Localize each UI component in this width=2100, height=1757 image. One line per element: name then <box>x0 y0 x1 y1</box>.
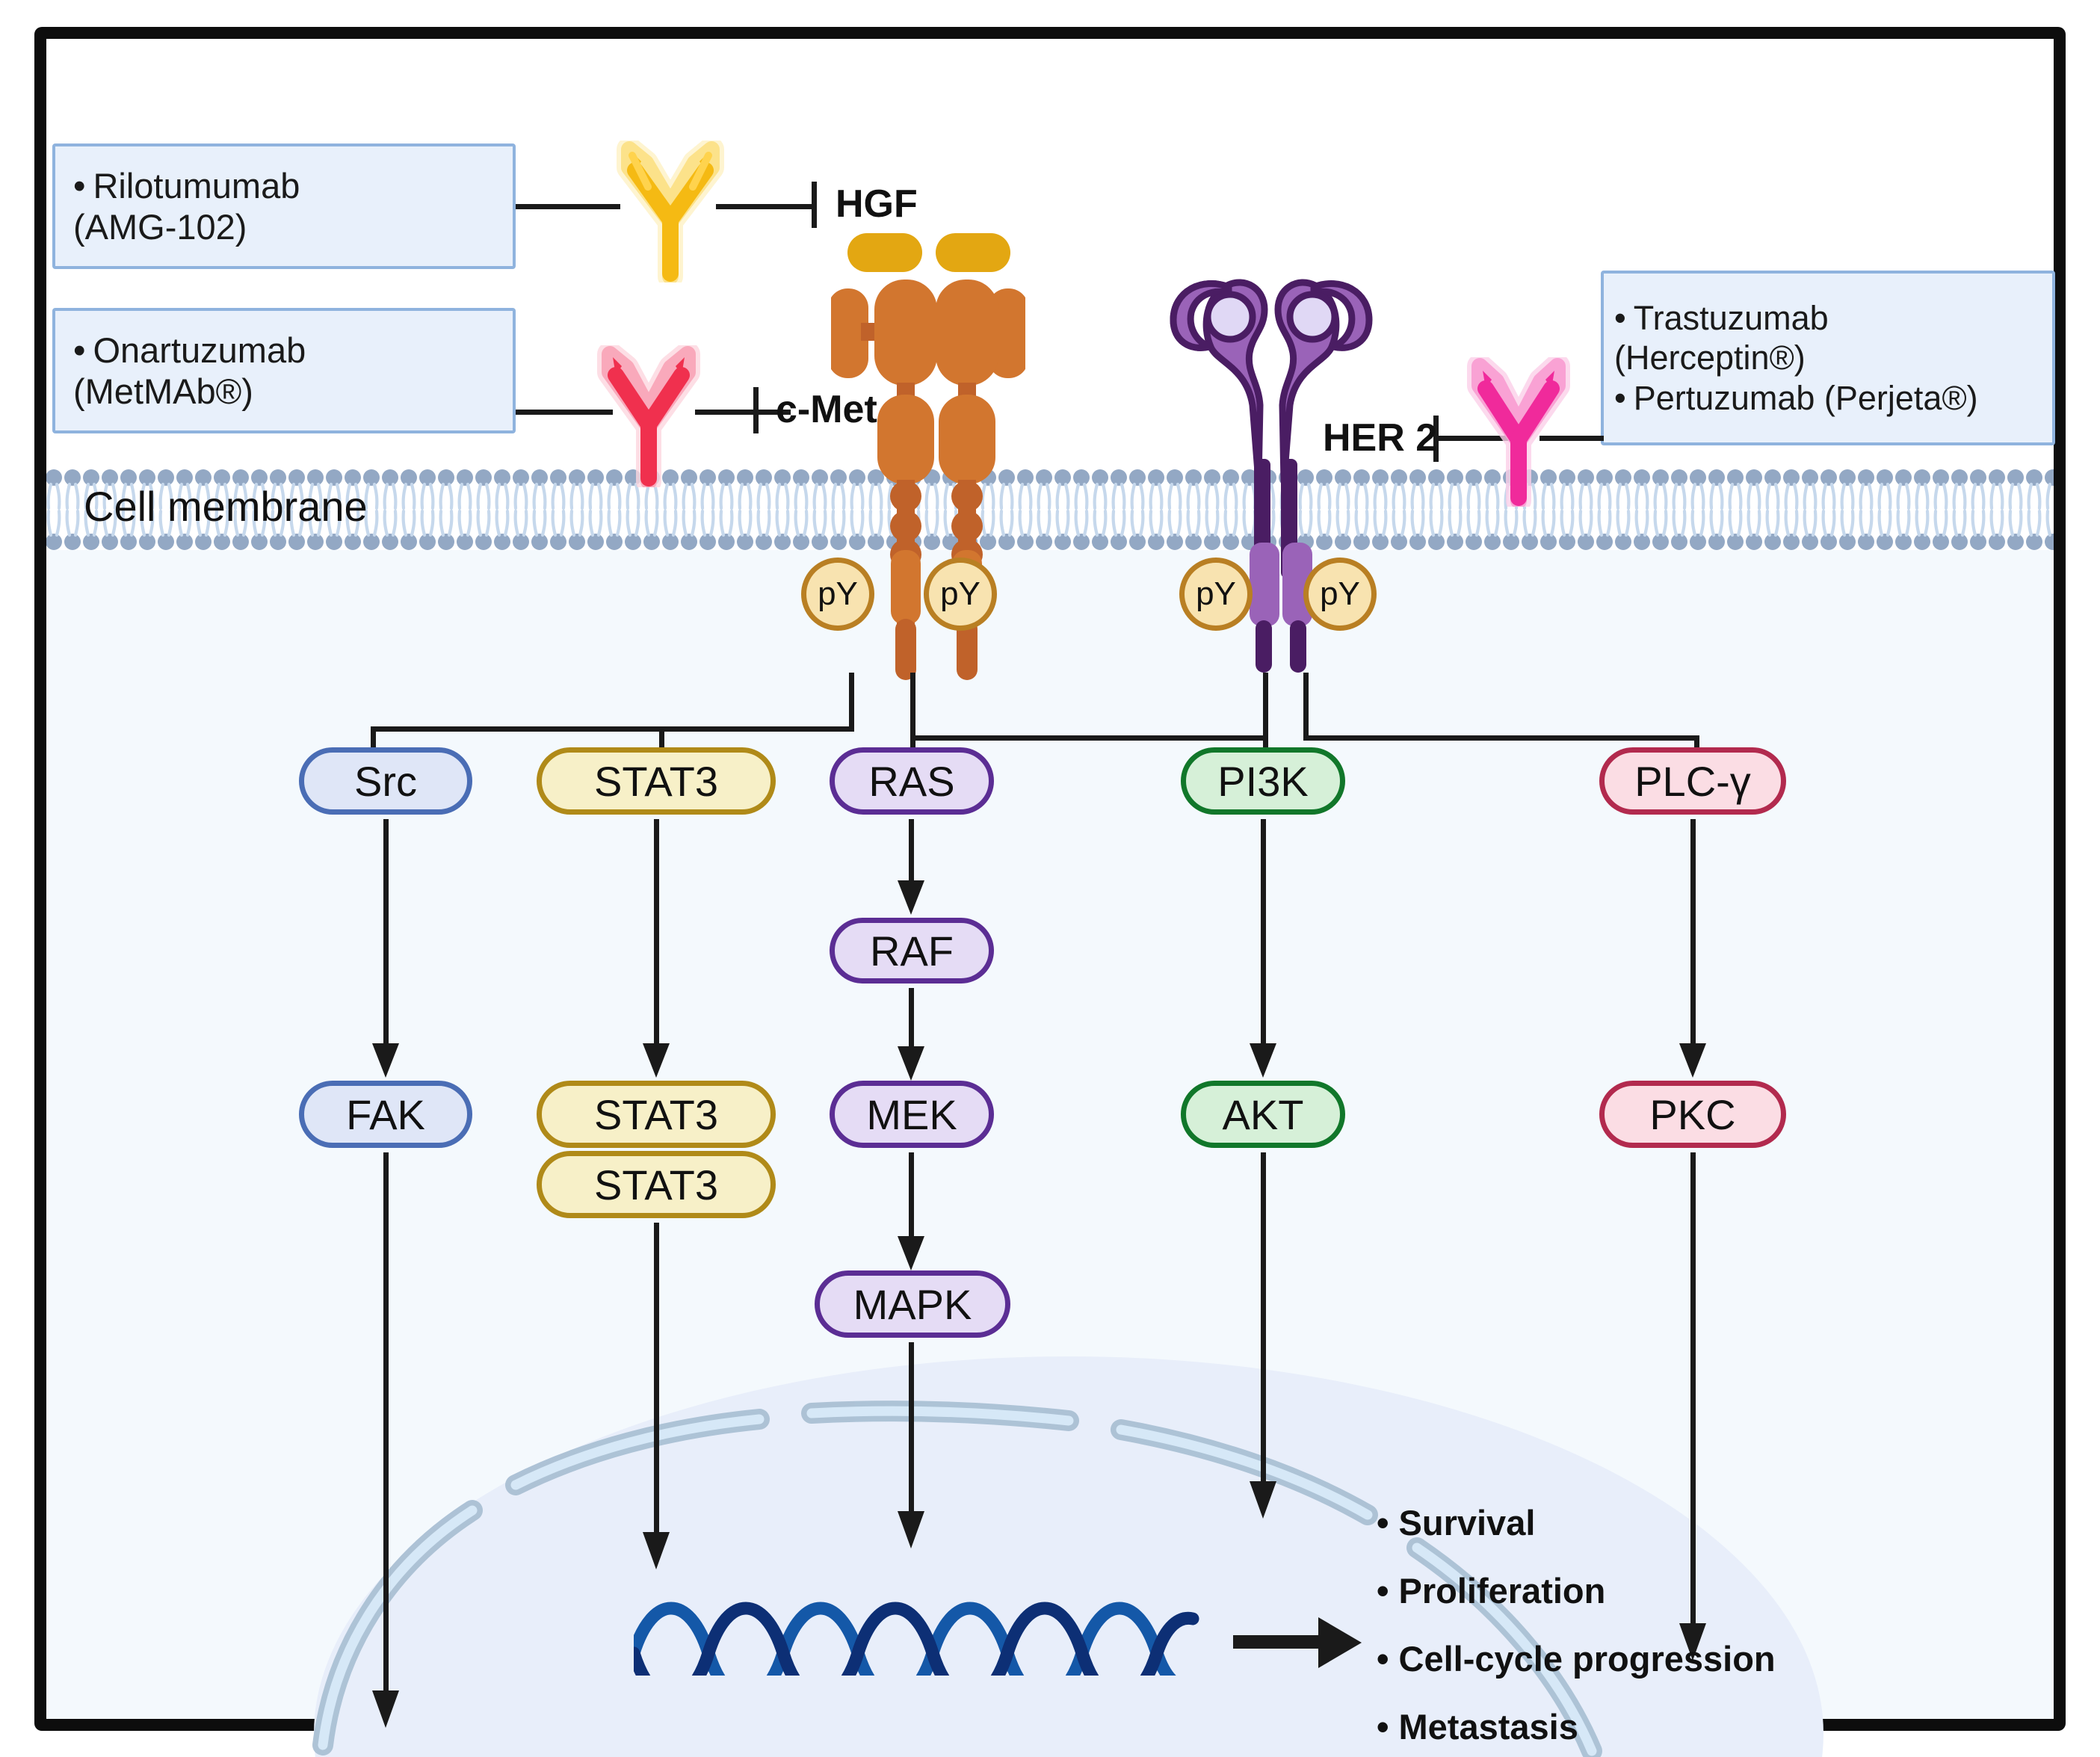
drug-label-line: (MetMAb®) <box>73 371 253 411</box>
arrowhead-outcomes <box>1318 1617 1362 1668</box>
hgf-ligand-left <box>847 233 922 272</box>
connector-antibody-to-cmet <box>695 410 791 415</box>
arrowhead-raf <box>898 880 924 915</box>
her2-label: HER 2 <box>1323 416 1438 460</box>
arrowhead-stat3-dimer <box>643 1043 670 1078</box>
branch-to-stat3-down <box>659 726 664 759</box>
arrow-akt-to-nucleus-line <box>1261 1152 1266 1498</box>
arrowhead-akt-nucleus <box>1250 1481 1276 1519</box>
node-pi3k[interactable]: PI3K <box>1181 747 1345 815</box>
connector-onartuzumab-to-antibody <box>516 410 613 415</box>
node-src[interactable]: Src <box>299 747 472 815</box>
arrow-ras-to-raf-line <box>909 819 914 891</box>
node-stat3-dimer-bottom[interactable]: STAT3 <box>537 1151 776 1218</box>
drugbox-rilotumumab[interactable]: •Rilotumumab (AMG-102) <box>52 143 516 269</box>
yellow-antibody-icon[interactable] <box>607 141 734 282</box>
node-stat3-tier1[interactable]: STAT3 <box>537 747 776 815</box>
arrowhead-mek <box>898 1046 924 1081</box>
branch-her2-right-horizontal <box>1303 735 1699 741</box>
arrow-mek-to-mapk-line <box>909 1152 914 1248</box>
branch-cmet-left-down <box>849 673 854 731</box>
inhibition-bar-hgf <box>812 182 817 228</box>
red-antibody-icon[interactable] <box>589 345 708 487</box>
connector-antibody-to-hgf <box>716 204 812 209</box>
connector-antibody-to-her2drugs <box>1540 436 1604 441</box>
node-mapk[interactable]: MAPK <box>815 1270 1010 1338</box>
node-pkc[interactable]: PKC <box>1599 1081 1786 1148</box>
arrow-fak-to-nucleus-line <box>383 1152 389 1707</box>
arrow-pi3k-to-akt-line <box>1261 819 1266 1058</box>
arrow-dna-to-outcomes-line <box>1233 1635 1323 1649</box>
arrowhead-mapk <box>898 1236 924 1270</box>
arrow-pkc-to-nucleus-line <box>1690 1152 1696 1638</box>
node-ras[interactable]: RAS <box>830 747 994 815</box>
branch-cmet-left-horizontal <box>371 726 854 732</box>
arrow-mapk-to-nucleus-line <box>909 1342 914 1528</box>
hgf-label: HGF <box>836 182 918 226</box>
connector-rilotumumab-to-antibody <box>516 204 620 209</box>
node-akt[interactable]: AKT <box>1181 1081 1345 1148</box>
branch-center-horizontal <box>910 735 1267 741</box>
arrowhead-akt <box>1250 1043 1276 1078</box>
node-plcg[interactable]: PLC-γ <box>1599 747 1786 815</box>
cell-membrane-label: Cell membrane <box>84 483 368 530</box>
drug-label-line: •Trastuzumab <box>1614 299 1829 338</box>
arrowhead-pkc <box>1679 1043 1706 1078</box>
arrowhead-fak <box>372 1043 399 1078</box>
arrow-plcg-to-pkc-line <box>1690 819 1696 1058</box>
arrowhead-fak-nucleus <box>372 1690 399 1728</box>
node-fak[interactable]: FAK <box>299 1081 472 1148</box>
arrowhead-pkc-nucleus <box>1679 1623 1706 1661</box>
outcome-item: • Cell-cycle progression <box>1377 1639 1776 1679</box>
branch-cmet-right-down <box>910 673 915 759</box>
magenta-antibody-icon[interactable] <box>1459 357 1578 507</box>
node-raf[interactable]: RAF <box>830 918 994 984</box>
branch-her2-left-down <box>1263 673 1268 759</box>
arrow-stat3-to-nucleus-line <box>654 1223 659 1548</box>
nuclear-envelope-icon <box>312 1401 1602 1757</box>
hgf-ligand-right <box>936 233 1010 272</box>
outcomes-list: • Survival • Proliferation • Cell-cycle … <box>1377 1505 1900 1744</box>
outcome-item: • Proliferation <box>1377 1571 1606 1611</box>
drug-label-line: (Herceptin®) <box>1614 339 1806 377</box>
drug-label-line: •Pertuzumab (Perjeta®) <box>1614 378 1978 417</box>
dna-double-helix-icon <box>634 1602 1199 1676</box>
drug-label-line: •Onartuzumab <box>73 330 306 370</box>
arrow-raf-to-mek-line <box>909 988 914 1060</box>
cmet-label: c-Met <box>776 388 877 431</box>
her2-receptor-icon <box>1170 279 1373 485</box>
inhibition-bar-cmet <box>753 387 759 433</box>
py-badge-her2-right: pY <box>1303 558 1377 631</box>
arrowhead-stat3-nucleus <box>643 1532 670 1569</box>
her2-intracellular-icon <box>1250 543 1312 673</box>
branch-to-src-down <box>371 726 376 759</box>
py-badge-cmet-left: pY <box>801 558 874 631</box>
drug-label-line: (AMG-102) <box>73 207 247 247</box>
drugbox-onartuzumab[interactable]: •Onartuzumab (MetMAb®) <box>52 308 516 433</box>
node-mek[interactable]: MEK <box>830 1081 994 1148</box>
py-badge-her2-left: pY <box>1179 558 1253 631</box>
drugbox-her2-inhibitors[interactable]: •Trastuzumab (Herceptin®) •Pertuzumab (P… <box>1601 271 2055 445</box>
outcome-item: • Metastasis <box>1377 1707 1578 1747</box>
outcome-item: • Survival <box>1377 1503 1536 1543</box>
py-badge-cmet-right: pY <box>924 558 997 631</box>
arrow-src-to-fak-line <box>383 819 389 1058</box>
branch-her2-right-down <box>1303 673 1309 740</box>
arrow-stat3-to-stat3dimer-line <box>654 819 659 1058</box>
arrowhead-mapk-nucleus <box>898 1511 924 1548</box>
node-stat3-dimer-top[interactable]: STAT3 <box>537 1081 776 1148</box>
cell-membrane <box>46 469 2054 550</box>
drug-label-line: •Rilotumumab <box>73 165 300 206</box>
connector-her2-to-antibody <box>1433 436 1522 441</box>
